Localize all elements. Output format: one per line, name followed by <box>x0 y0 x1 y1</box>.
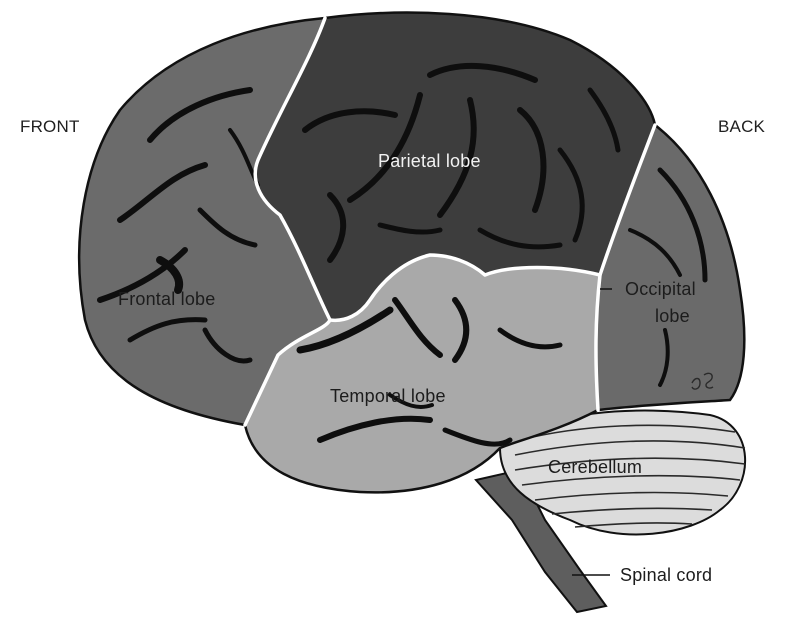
front-label: FRONT <box>20 117 80 136</box>
frontal-lobe-label: Frontal lobe <box>118 289 215 309</box>
occipital-lobe-label-line2: lobe <box>655 306 690 326</box>
spinal-cord-label: Spinal cord <box>620 565 712 585</box>
parietal-lobe-label: Parietal lobe <box>378 151 481 171</box>
occipital-lobe-label-line1: Occipital <box>625 279 696 299</box>
back-label: BACK <box>718 117 766 136</box>
cerebellum-label: Cerebellum <box>548 457 642 477</box>
temporal-lobe-label: Temporal lobe <box>330 386 446 406</box>
